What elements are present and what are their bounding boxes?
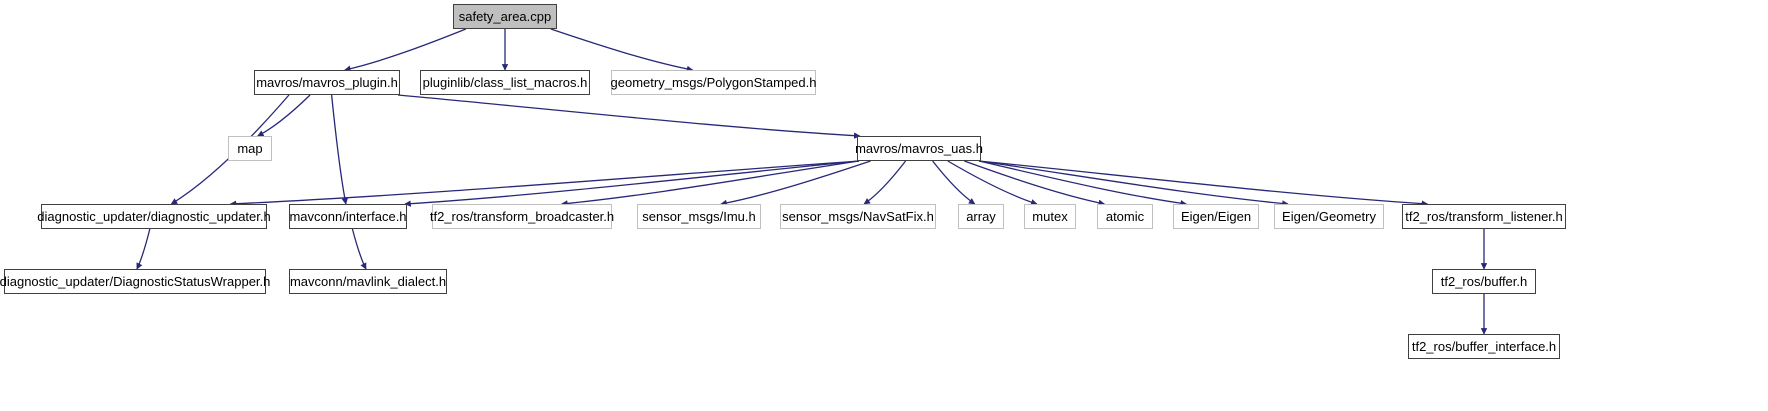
graph-node-eigen_eigen[interactable]: Eigen/Eigen <box>1173 204 1259 229</box>
graph-node-label: map <box>237 141 263 156</box>
graph-node-mavlink_dialect[interactable]: mavconn/mavlink_dialect.h <box>289 269 447 294</box>
graph-edge-safety_area-to-mavros_plugin <box>344 28 467 72</box>
graph-node-label: Eigen/Eigen <box>1180 209 1252 224</box>
graph-node-label: pluginlib/class_list_macros.h <box>422 75 588 90</box>
graph-node-label: mavconn/mavlink_dialect.h <box>289 274 447 289</box>
graph-node-label: geometry_msgs/PolygonStamped.h <box>610 75 817 90</box>
graph-node-polygon_stamped[interactable]: geometry_msgs/PolygonStamped.h <box>611 70 816 95</box>
graph-edge-mavconn_interface-to-mavlink_dialect <box>351 228 367 270</box>
graph-node-label: tf2_ros/buffer_interface.h <box>1411 339 1557 354</box>
graph-node-class_list_macros[interactable]: pluginlib/class_list_macros.h <box>420 70 590 95</box>
graph-node-label: sensor_msgs/Imu.h <box>642 209 756 224</box>
graph-node-label: mavconn/interface.h <box>289 209 407 224</box>
graph-node-atomic[interactable]: atomic <box>1097 204 1153 229</box>
graph-edge-mavros_uas-to-atomic <box>964 160 1106 207</box>
graph-node-label: tf2_ros/transform_broadcaster.h <box>429 209 615 224</box>
graph-edge-mavros_uas-to-eigen_geometry <box>978 160 1289 207</box>
graph-node-tf2_buffer[interactable]: tf2_ros/buffer.h <box>1432 269 1536 294</box>
graph-node-mutex[interactable]: mutex <box>1024 204 1076 229</box>
graph-node-diagnostic_wrapper[interactable]: diagnostic_updater/DiagnosticStatusWrapp… <box>0 269 270 294</box>
graph-node-label: tf2_ros/buffer.h <box>1440 274 1528 289</box>
graph-edge-mavros_uas-to-array <box>932 160 976 205</box>
graph-node-tf2_buffer_interface[interactable]: tf2_ros/buffer_interface.h <box>1408 334 1560 359</box>
graph-node-safety_area[interactable]: safety_area.cpp <box>453 4 557 29</box>
graph-node-sensor_imu[interactable]: sensor_msgs/Imu.h <box>637 204 761 229</box>
graph-node-label: diagnostic_updater/DiagnosticStatusWrapp… <box>0 274 271 289</box>
graph-edge-mavros_plugin-to-diagnostic_updater <box>170 94 290 205</box>
graph-node-label: mavros/mavros_plugin.h <box>256 75 398 90</box>
graph-node-label: mutex <box>1032 209 1068 224</box>
graph-node-label: mavros/mavros_uas.h <box>855 141 983 156</box>
graph-node-mavros_uas[interactable]: mavros/mavros_uas.h <box>855 136 983 161</box>
graph-node-label: safety_area.cpp <box>458 9 552 24</box>
graph-node-transform_broadcaster[interactable]: tf2_ros/transform_broadcaster.h <box>429 204 615 229</box>
graph-node-label: array <box>966 209 996 224</box>
graph-edge-mavros_uas-to-eigen_eigen <box>978 160 1187 207</box>
graph-edge-safety_area-to-polygon_stamped <box>550 28 694 73</box>
graph-node-label: tf2_ros/transform_listener.h <box>1405 209 1563 224</box>
graph-edge-mavros_uas-to-diagnostic_updater <box>229 160 860 207</box>
graph-node-label: Eigen/Geometry <box>1282 209 1376 224</box>
graph-edge-mavros_uas-to-sensor_imu <box>720 160 871 207</box>
graph-edge-mavros_uas-to-transform_broadcaster <box>561 160 860 207</box>
graph-node-mavconn_interface[interactable]: mavconn/interface.h <box>289 204 407 229</box>
graph-edge-mavros_plugin-to-mavconn_interface <box>330 94 348 205</box>
graph-node-mavros_plugin[interactable]: mavros/mavros_plugin.h <box>254 70 400 95</box>
graph-edge-mavros_uas-to-sensor_navsatfix <box>863 160 907 205</box>
graph-edge-mavros_plugin-to-map <box>257 94 311 137</box>
graph-node-sensor_navsatfix[interactable]: sensor_msgs/NavSatFix.h <box>780 204 936 229</box>
graph-node-eigen_geometry[interactable]: Eigen/Geometry <box>1274 204 1384 229</box>
graph-edge-mavros_uas-to-transform_listener <box>978 160 1429 207</box>
graph-edge-mavros_plugin-to-mavros_uas <box>397 94 861 139</box>
graph-node-diagnostic_updater[interactable]: diagnostic_updater/diagnostic_updater.h <box>37 204 271 229</box>
graph-edge-mavros_uas-to-mavconn_interface <box>404 160 860 207</box>
graph-node-label: diagnostic_updater/diagnostic_updater.h <box>37 209 271 224</box>
graph-edge-mavros_uas-to-mutex <box>947 160 1038 206</box>
graph-node-label: atomic <box>1105 209 1145 224</box>
graph-node-label: sensor_msgs/NavSatFix.h <box>782 209 934 224</box>
graph-node-transform_listener[interactable]: tf2_ros/transform_listener.h <box>1402 204 1566 229</box>
graph-edge-diagnostic_updater-to-diagnostic_wrapper <box>136 228 151 270</box>
graph-node-array[interactable]: array <box>958 204 1004 229</box>
graph-node-map[interactable]: map <box>228 136 272 161</box>
